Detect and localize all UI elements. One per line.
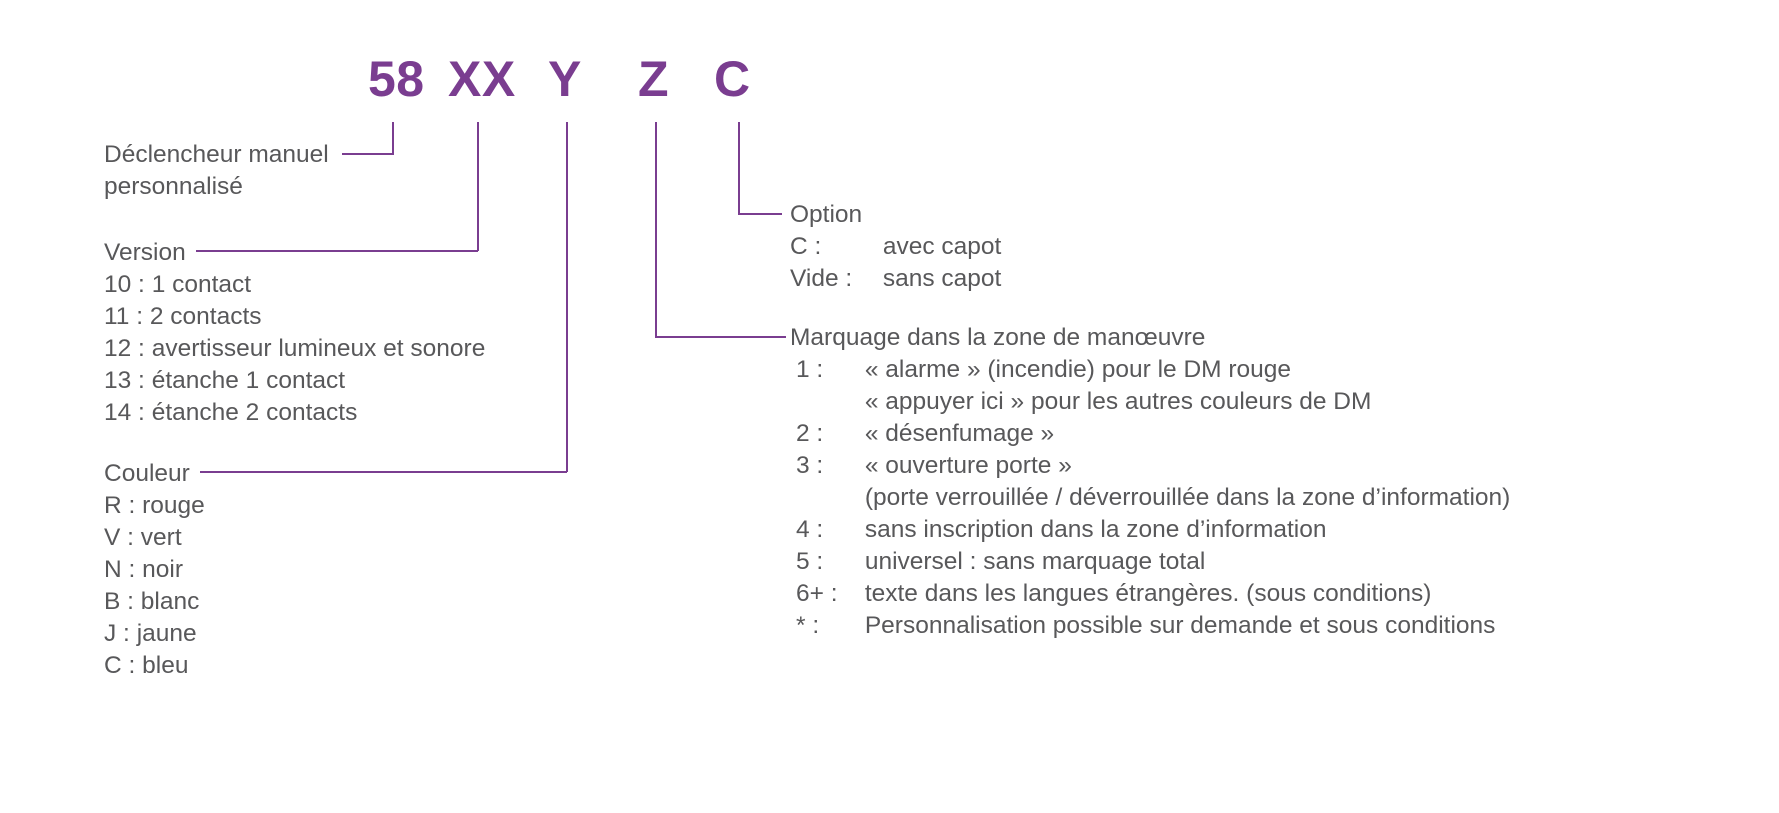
option-item: C : avec capot — [790, 231, 1001, 263]
couleur-item-value: blanc — [140, 588, 200, 615]
marquage-item: * : Personnalisation possible sur demand… — [796, 610, 1495, 642]
couleur-item: R : rouge — [104, 490, 205, 522]
version-item-value: 1 contact — [151, 271, 252, 298]
code-segment-c: C — [714, 51, 751, 107]
version-item-key: 11 : — [104, 303, 144, 330]
marquage-item-value: Personnalisation possible sur demande et… — [864, 612, 1496, 639]
marquage-item: 1 : « alarme » (incendie) pour le DM rou… — [796, 354, 1291, 386]
code-segment-y: Y — [548, 51, 582, 107]
leader-line-58-horizontal — [342, 153, 394, 155]
version-item: 10 : 1 contact — [104, 269, 251, 301]
option-item-value: avec capot — [882, 233, 1002, 260]
version-item-key: 14 : — [104, 399, 145, 426]
marquage-item-key: 2 : — [796, 420, 824, 447]
product-label-line2: personnalisé — [104, 173, 243, 200]
marquage-item-key: 6+ : — [796, 580, 838, 607]
couleur-title: Couleur — [104, 460, 190, 487]
marquage-item-value: texte dans les langues étrangères. (sous… — [864, 580, 1432, 607]
leader-line-z-horizontal — [655, 336, 786, 338]
couleur-item: C : bleu — [104, 650, 188, 682]
product-label-line1: Déclencheur manuel — [104, 141, 329, 168]
couleur-item-value: rouge — [142, 492, 205, 519]
option-title: Option — [790, 201, 863, 228]
couleur-item-value: jaune — [136, 620, 197, 647]
marquage-item-key: 1 : — [796, 356, 824, 383]
couleur-item-key: V : — [104, 524, 134, 551]
code-segment-xx: XX — [448, 51, 516, 107]
option-item-key: Vide : — [790, 265, 853, 292]
couleur-item-value: noir — [142, 556, 183, 583]
leader-line-58-vertical — [392, 122, 394, 154]
product-code-header: 58 XX Y Z C — [0, 48, 1779, 114]
version-item: 13 : étanche 1 contact — [104, 365, 345, 397]
code-segment-58: 58 — [368, 51, 425, 107]
marquage-item-value: « alarme » (incendie) pour le DM rouge — [864, 356, 1292, 383]
version-item-value: avertisseur lumineux et sonore — [151, 335, 486, 362]
version-item-value: 2 contacts — [149, 303, 262, 330]
version-item: 11 : 2 contacts — [104, 301, 262, 333]
couleur-item: J : jaune — [104, 618, 197, 650]
version-item-value: étanche 2 contacts — [151, 399, 358, 426]
leader-line-c-horizontal — [738, 213, 782, 215]
couleur-item: V : vert — [104, 522, 182, 554]
couleur-item: B : blanc — [104, 586, 199, 618]
option-item-value: sans capot — [882, 265, 1002, 292]
leader-line-y-vertical — [566, 122, 568, 472]
marquage-title: Marquage dans la zone de manœuvre — [790, 324, 1206, 351]
couleur-item-key: N : — [104, 556, 136, 583]
marquage-item: 4 : sans inscription dans la zone d’info… — [796, 514, 1326, 546]
marquage-item-key: 4 : — [796, 516, 824, 543]
marquage-item: 3 : « ouverture porte » — [796, 450, 1072, 482]
version-item-key: 12 : — [104, 335, 145, 362]
couleur-item-key: R : — [104, 492, 136, 519]
leader-line-z-vertical — [655, 122, 657, 337]
marquage-item-key: * : — [796, 612, 820, 639]
leader-line-xx-vertical — [477, 122, 479, 251]
option-item: Vide : sans capot — [790, 263, 1001, 295]
marquage-item-key: 3 : — [796, 452, 824, 479]
couleur-item: N : noir — [104, 554, 183, 586]
option-item-key: C : — [790, 233, 822, 260]
couleur-item-key: C : — [104, 652, 136, 679]
couleur-item-key: B : — [104, 588, 134, 615]
marquage-item: 6+ : texte dans les langues étrangères. … — [796, 578, 1431, 610]
leader-line-xx-horizontal — [196, 250, 478, 252]
marquage-item: 5 : universel : sans marquage total — [796, 546, 1205, 578]
version-item: 14 : étanche 2 contacts — [104, 397, 357, 429]
couleur-item-value: bleu — [142, 652, 189, 679]
marquage-item: 2 : « désenfumage » — [796, 418, 1054, 450]
marquage-item-value: sans inscription dans la zone d’informat… — [864, 516, 1327, 543]
leader-line-c-vertical — [738, 122, 740, 214]
marquage-item-value: universel : sans marquage total — [864, 548, 1206, 575]
marquage-item-value: « désenfumage » — [864, 420, 1055, 447]
version-item: 12 : avertisseur lumineux et sonore — [104, 333, 485, 365]
version-title: Version — [104, 239, 186, 266]
version-item-key: 13 : — [104, 367, 145, 394]
version-item-value: étanche 1 contact — [151, 367, 346, 394]
marquage-item-value: « ouverture porte » — [864, 452, 1072, 479]
version-item-key: 10 : — [104, 271, 145, 298]
couleur-item-value: vert — [140, 524, 182, 551]
marquage-item: (porte verrouillée / déverrouillée dans … — [796, 482, 1511, 514]
marquage-item-value: « appuyer ici » pour les autres couleurs… — [864, 388, 1372, 415]
code-segment-z: Z — [638, 51, 670, 107]
leader-line-y-horizontal — [200, 471, 567, 473]
marquage-item-key: 5 : — [796, 548, 824, 575]
marquage-item: « appuyer ici » pour les autres couleurs… — [796, 386, 1372, 418]
marquage-item-value: (porte verrouillée / déverrouillée dans … — [864, 484, 1511, 511]
couleur-item-key: J : — [104, 620, 130, 647]
